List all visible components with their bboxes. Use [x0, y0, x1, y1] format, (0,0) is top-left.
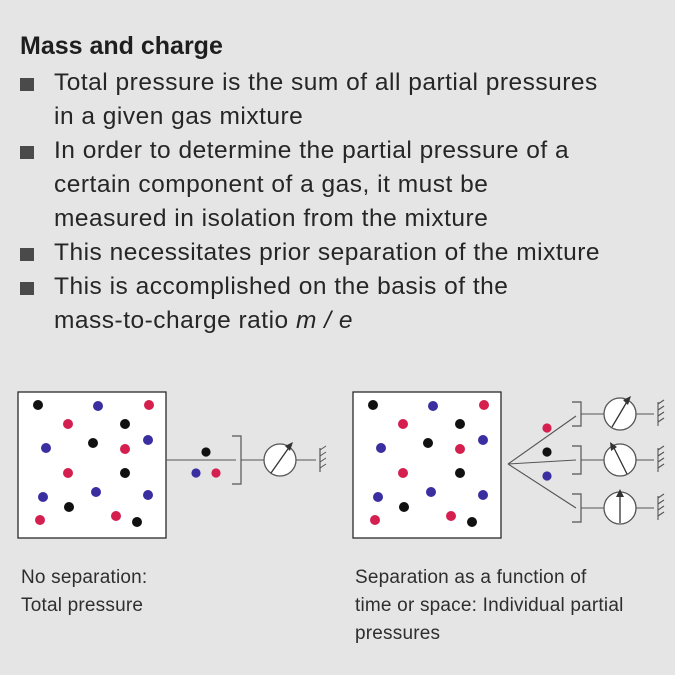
- pressure-diagram: [17, 391, 665, 539]
- caption-line: No separation:: [21, 567, 148, 588]
- bullet-line: Total pressure is the sum of all partial…: [54, 69, 598, 96]
- left-diagram: [17, 391, 327, 539]
- caption-line: Total pressure: [21, 595, 144, 616]
- particle: [478, 490, 488, 500]
- particle: [143, 490, 153, 500]
- gauge-icon: [263, 442, 297, 477]
- particle: [191, 468, 201, 478]
- particle: [398, 419, 408, 429]
- mass-charge-ratio: m / e: [295, 307, 353, 334]
- separation-fan: [507, 415, 577, 509]
- bullet-item: In order to determine the partial pressu…: [0, 134, 675, 236]
- bullet-square-icon: [20, 146, 34, 159]
- particle: [93, 401, 103, 411]
- particle: [479, 400, 489, 410]
- gas-particles: [368, 400, 489, 527]
- bullet-line: in a given gas mixture: [54, 103, 304, 130]
- gas-mixture-box: [352, 391, 502, 539]
- particle: [478, 435, 488, 445]
- particle: [446, 511, 456, 521]
- gauge-icon: [603, 396, 637, 431]
- particle: [201, 447, 211, 457]
- bullet-line: This is accomplished on the basis of the: [54, 273, 509, 300]
- particle: [542, 471, 552, 481]
- particle: [63, 468, 73, 478]
- gauge-icon: [603, 489, 637, 525]
- caption-right: Separation as a function of time or spac…: [355, 564, 624, 648]
- particle: [33, 400, 43, 410]
- particle: [35, 515, 45, 525]
- bullet-square-icon: [20, 78, 34, 91]
- particle: [38, 492, 48, 502]
- bullet-square-icon: [20, 282, 34, 295]
- particle: [399, 502, 409, 512]
- particle: [88, 438, 98, 448]
- particle: [368, 400, 378, 410]
- ground-icon: [657, 493, 665, 520]
- bullet-line: mass-to-charge ratio: [54, 307, 296, 334]
- caption-line: Separation as a function of: [355, 567, 587, 588]
- ground-icon: [319, 445, 327, 472]
- bullet-line: This necessitates prior separation of th…: [54, 239, 601, 266]
- gauge-icon: [603, 442, 637, 477]
- particle: [120, 419, 130, 429]
- particle: [376, 443, 386, 453]
- caption-line: time or space: Individual partial: [355, 595, 624, 616]
- particle: [467, 517, 477, 527]
- caption-line: pressures: [355, 623, 441, 644]
- particle: [132, 517, 142, 527]
- particle: [144, 400, 154, 410]
- caption-left: No separation: Total pressure: [21, 564, 147, 620]
- bullet-item: This necessitates prior separation of th…: [0, 236, 675, 270]
- ground-icon: [657, 399, 665, 426]
- particle: [373, 492, 383, 502]
- bullet-square-icon: [20, 248, 34, 261]
- particle: [64, 502, 74, 512]
- particle: [111, 511, 121, 521]
- particle: [398, 468, 408, 478]
- particle: [143, 435, 153, 445]
- particle: [211, 468, 221, 478]
- particle: [455, 468, 465, 478]
- gas-particles: [33, 400, 154, 527]
- slide-title: Mass and charge: [20, 32, 223, 60]
- bullet-line: certain component of a gas, it must be: [54, 171, 489, 198]
- bracket-icon: [572, 401, 582, 523]
- bullet-line: In order to determine the partial pressu…: [54, 137, 570, 164]
- particle: [120, 444, 130, 454]
- ground-icon: [657, 445, 665, 472]
- right-diagram: [352, 391, 665, 539]
- particle: [120, 468, 130, 478]
- particle: [428, 401, 438, 411]
- bullet-list: Total pressure is the sum of all partial…: [0, 66, 675, 338]
- particle: [542, 423, 552, 433]
- particle: [455, 444, 465, 454]
- bullet-item: This is accomplished on the basis of the…: [0, 270, 675, 338]
- particle: [370, 515, 380, 525]
- particle: [542, 447, 552, 457]
- particle: [426, 487, 436, 497]
- particle: [41, 443, 51, 453]
- gas-mixture-box: [17, 391, 167, 539]
- particle: [455, 419, 465, 429]
- particle: [91, 487, 101, 497]
- bullet-line: measured in isolation from the mixture: [54, 205, 489, 232]
- particle: [423, 438, 433, 448]
- particle: [63, 419, 73, 429]
- bullet-line-emph-row: mass-to-charge ratio m / e: [54, 304, 675, 338]
- bullet-item: Total pressure is the sum of all partial…: [0, 66, 675, 134]
